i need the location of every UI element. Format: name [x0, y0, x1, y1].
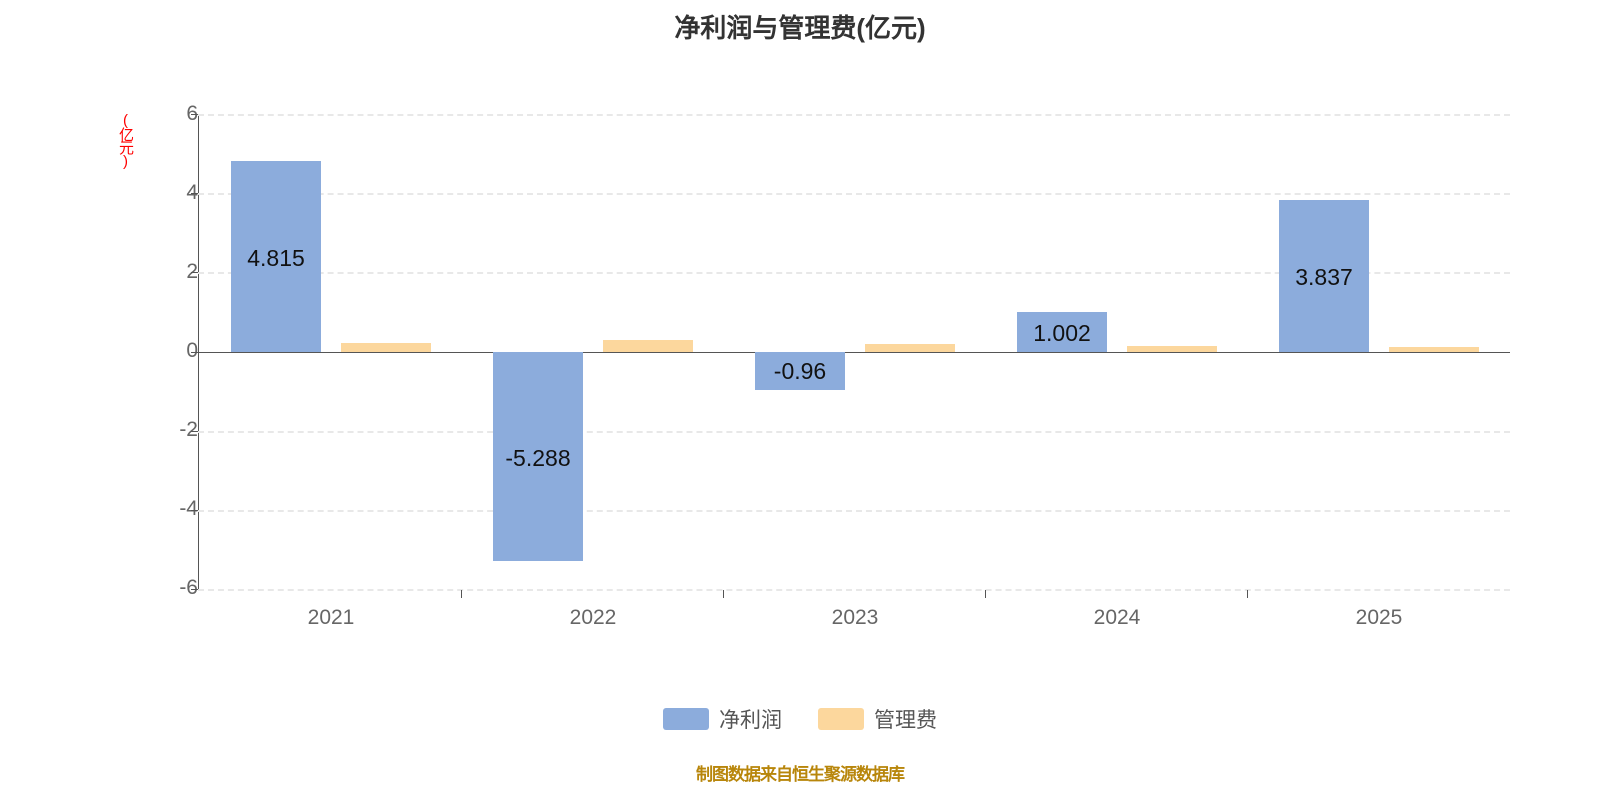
x-tick-mark-4 — [1247, 590, 1248, 598]
y-tick-mark-neg6 — [191, 589, 198, 590]
legend-swatch-icon-net-profit — [663, 708, 709, 730]
legend-item-net-profit[interactable]: 净利润 — [663, 704, 782, 734]
y-tick-mark-neg2 — [191, 431, 198, 432]
x-tick-mark-1 — [461, 590, 462, 598]
plot-area: 4.815 -5.288 -0.96 1.002 3.837 2021 2022… — [191, 114, 1510, 629]
gridline-zero — [198, 352, 1510, 353]
x-tick-mark-2 — [723, 590, 724, 598]
y-axis-title: (亿元) — [117, 112, 134, 168]
bar-management-fee-2021[interactable] — [341, 343, 431, 352]
legend-item-management-fee[interactable]: 管理费 — [818, 704, 937, 734]
gridline-2 — [198, 272, 1510, 274]
y-tick-label-neg4: -4 — [179, 497, 198, 520]
chart-legend: 净利润 管理费 — [0, 704, 1600, 734]
y-tick-label-6: 6 — [186, 102, 198, 125]
gridline-4 — [198, 193, 1510, 195]
gridline-neg4 — [198, 510, 1510, 512]
gridline-neg2 — [198, 431, 1510, 433]
bar-net-profit-2022[interactable] — [493, 352, 583, 561]
legend-label-management-fee: 管理费 — [874, 709, 937, 732]
x-axis-label-2021: 2021 — [307, 606, 355, 629]
y-tick-mark-4 — [191, 193, 198, 194]
bar-management-fee-2025[interactable] — [1389, 347, 1479, 352]
bar-management-fee-2022[interactable] — [603, 340, 693, 352]
bar-label-net-profit-2025: 3.837 — [1295, 264, 1353, 290]
y-tick-label-0: 0 — [186, 339, 198, 362]
y-tick-mark-0 — [191, 352, 198, 353]
x-axis-label-2023: 2023 — [831, 606, 879, 629]
bar-net-profit-2023[interactable] — [755, 352, 845, 390]
bar-net-profit-2021[interactable] — [231, 161, 321, 352]
legend-label-net-profit: 净利润 — [719, 709, 782, 732]
x-tick-mark-3 — [985, 590, 986, 598]
bar-label-net-profit-2023: -0.96 — [773, 358, 827, 384]
y-tick-label-neg6: -6 — [179, 576, 198, 599]
bar-label-net-profit-2024: 1.002 — [1033, 320, 1091, 346]
chart-title: 净利润与管理费(亿元) — [674, 13, 926, 43]
chart-source-note: 制图数据来自恒生聚源数据库 — [696, 765, 905, 784]
gridline-6 — [198, 114, 1510, 116]
bar-management-fee-2023[interactable] — [865, 344, 955, 352]
x-axis-label-2025: 2025 — [1355, 606, 1403, 629]
bar-net-profit-2025[interactable] — [1279, 200, 1369, 352]
x-axis-label-2022: 2022 — [569, 606, 617, 629]
y-tick-label-neg2: -2 — [179, 418, 198, 441]
y-tick-label-2: 2 — [186, 260, 198, 283]
bar-net-profit-2024[interactable] — [1017, 312, 1107, 352]
y-tick-mark-6 — [191, 114, 198, 115]
y-tick-label-4: 4 — [186, 181, 198, 204]
y-tick-mark-neg4 — [191, 510, 198, 511]
bar-label-net-profit-2022: -5.288 — [505, 445, 571, 471]
y-tick-mark-2 — [191, 272, 198, 273]
legend-swatch-icon-management-fee — [818, 708, 864, 730]
x-axis-label-2024: 2024 — [1093, 606, 1141, 629]
gridline-neg6 — [198, 589, 1510, 591]
bar-management-fee-2024[interactable] — [1127, 346, 1217, 352]
bar-label-net-profit-2021: 4.815 — [247, 245, 305, 271]
